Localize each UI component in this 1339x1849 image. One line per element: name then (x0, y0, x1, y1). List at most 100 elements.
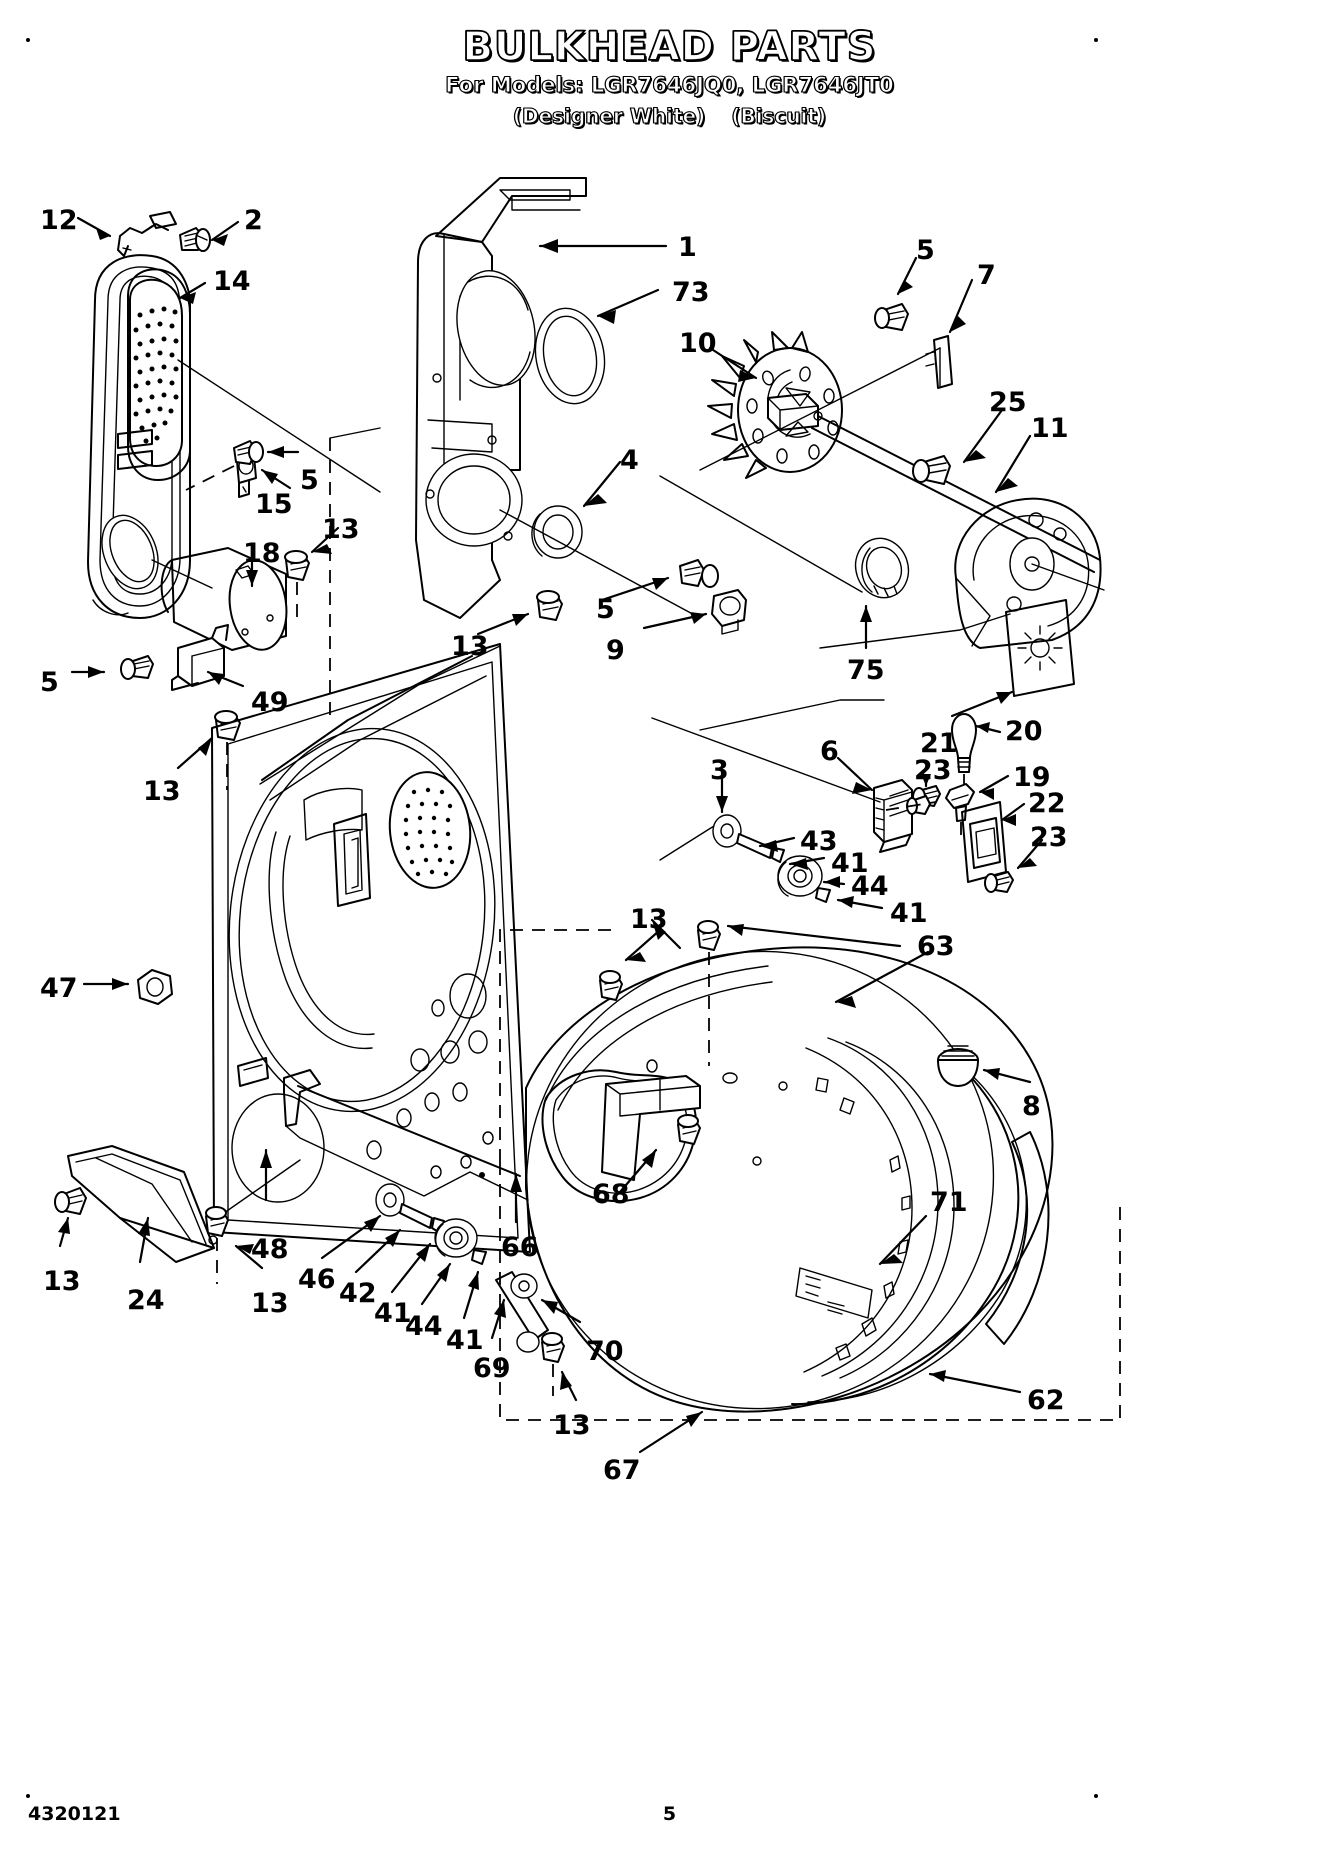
callout-plug: 8 (1022, 1091, 1041, 1122)
callout-baffle: 68 (592, 1179, 630, 1210)
callout-screw: 23 (1030, 822, 1068, 853)
callout-screw: 13 (43, 1266, 81, 1297)
lint-screen-door-assembly (87, 254, 191, 619)
socket-part-19 (945, 783, 975, 838)
blower-housing-part-11 (954, 497, 1105, 649)
color-variants: (Designer White) (Biscuit) (0, 104, 1339, 129)
thermal-housing-part-18 (160, 547, 288, 651)
screw-part-13-h (599, 970, 623, 1001)
screw-part-13-b (284, 550, 310, 622)
screw-near-terminal (906, 795, 931, 815)
callout-glide: 69 (473, 1353, 511, 1384)
callout-screw: 13 (251, 1288, 289, 1319)
callout-retainer-clip: 41 (831, 848, 869, 879)
callout-screw: 25 (989, 387, 1027, 418)
color-variant-right: (Biscuit) (731, 104, 827, 129)
callout-blower-wheel: 10 (679, 328, 717, 359)
callout-screw: 13 (143, 776, 181, 807)
screw-part-5-mid (679, 559, 719, 588)
lint-screen-perforations (133, 306, 179, 444)
callout-light-bulb: 20 (1005, 716, 1043, 747)
callout-switch-plate: 22 (1028, 788, 1066, 819)
roller-assembly-upper (712, 814, 831, 903)
glide-pin-assembly (495, 1271, 549, 1353)
screw-part-13-c (536, 590, 563, 621)
screw-part-13-g (677, 1114, 701, 1145)
bushing-part-9 (711, 589, 747, 635)
callout-terminal-block: 6 (820, 736, 839, 767)
callout-thermal-fuse-housing: 18 (243, 538, 281, 569)
callout-roller: 44 (405, 1311, 443, 1342)
grommet-part-4 (531, 505, 583, 559)
footer-page-number: 5 (662, 1803, 677, 1825)
callout-shaft: 42 (339, 1278, 377, 1309)
screw-part-5-lower (120, 655, 154, 680)
callout-bearing: 75 (847, 655, 885, 686)
screw-part-5-right (874, 303, 909, 331)
seal-ring-part-73 (534, 307, 606, 405)
callout-screw: 2 (244, 205, 263, 236)
kick-panel-part-24 (67, 1145, 218, 1263)
callout-screw: 5 (300, 465, 319, 496)
callout-screw: 13 (553, 1410, 591, 1441)
nut-part-47 (137, 969, 173, 1005)
screw-part-25 (912, 455, 951, 485)
callout-screw: 5 (40, 667, 59, 698)
callout-front-panel: 48 (251, 1234, 289, 1265)
callout-drum-front: 63 (917, 931, 955, 962)
screw-part-2 (179, 227, 211, 252)
callout-screw: 5 (596, 594, 615, 625)
callout-retainer-clip: 41 (890, 898, 928, 929)
callout-lamp-lens: 21 (920, 728, 958, 759)
bearing-part-75 (854, 537, 910, 599)
registration-dot-top-right (1094, 38, 1098, 42)
roller-assembly-lower (375, 1183, 487, 1265)
callout-seal-ring: 73 (672, 277, 710, 308)
callout-door-catch-strike: 12 (40, 205, 78, 236)
screw-part-13-e (205, 1206, 229, 1284)
callout-switch: 49 (251, 687, 289, 718)
footer-part-number: 4320121 (28, 1803, 121, 1825)
callout-drum-seal: 66 (501, 1232, 539, 1263)
screw-part-23-b (984, 871, 1014, 893)
screw-part-13-d (54, 1187, 87, 1215)
callout-bracket: 15 (255, 489, 293, 520)
screw-part-63-anchor (697, 920, 721, 1066)
callout-screw: 13 (451, 631, 489, 662)
page-title: BULKHEAD PARTS (462, 24, 877, 70)
callout-socket: 19 (1013, 762, 1051, 793)
front-panel-part-48 (211, 643, 531, 1253)
callout-lint-screen-grille: 14 (213, 266, 251, 297)
bulkhead-front-part-1 (415, 177, 587, 619)
plug-part-8 (937, 1045, 979, 1087)
callout-drum-belt: 71 (930, 1187, 968, 1218)
callout-bushing: 9 (606, 635, 625, 666)
title-block: BULKHEAD PARTS For Models: LGR7646JQ0, L… (0, 24, 1339, 129)
callout-bulkhead-front: 1 (678, 232, 697, 263)
registration-dot-bottom-left (26, 1794, 30, 1798)
lamp-lens-part-21 (1005, 599, 1075, 697)
callout-roller-pin: 70 (586, 1336, 624, 1367)
lamp-burst-glyph (1017, 625, 1063, 671)
registration-dot-bottom-right (1094, 1794, 1098, 1798)
terminal-block-part-6 (873, 779, 913, 853)
callout-clip: 7 (977, 260, 996, 291)
callout-blower-housing: 11 (1031, 413, 1069, 444)
door-catch-part (117, 211, 177, 257)
color-variant-left: (Designer White) (512, 104, 706, 129)
callout-screw: 13 (322, 514, 360, 545)
registration-dot-top-left (26, 38, 30, 42)
callout-screw: 5 (916, 235, 935, 266)
callout-retainer-clip: 41 (446, 1325, 484, 1356)
callout-drum-seal-rear: 62 (1027, 1385, 1065, 1416)
callout-roller: 44 (851, 871, 889, 902)
callout-screw: 13 (630, 904, 668, 935)
models-label: For Models: LGR7646JQ0, LGR7646JT0 (445, 73, 894, 97)
callout-drum-rear: 67 (603, 1455, 641, 1486)
screw-part-13-f (541, 1332, 565, 1396)
callout-washer: 3 (710, 755, 729, 786)
drum-assembly (525, 946, 1054, 1413)
callout-shaft: 43 (800, 826, 838, 857)
